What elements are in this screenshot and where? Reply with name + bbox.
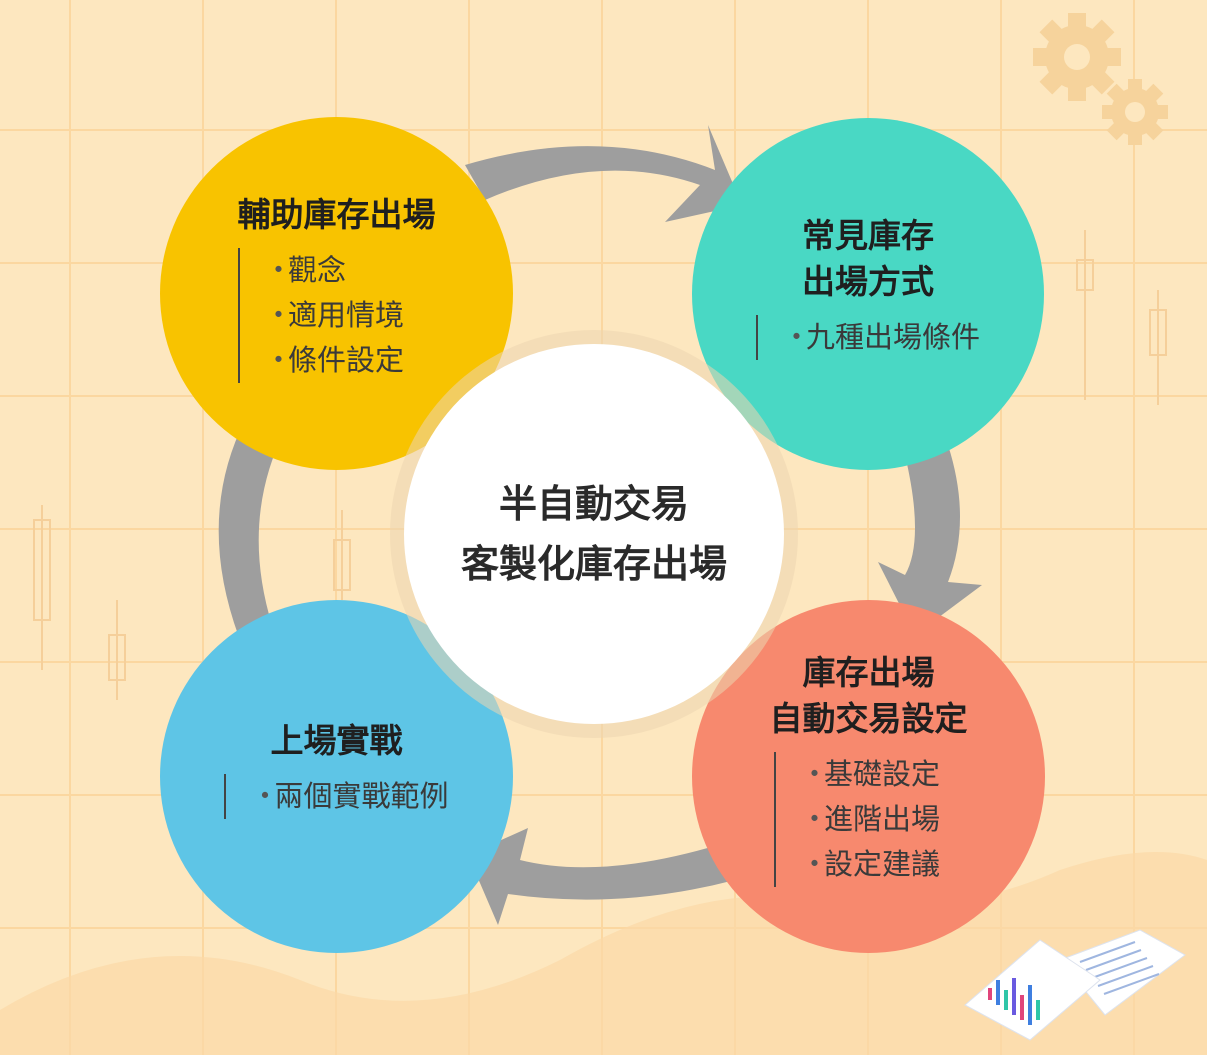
- arrow-top: [465, 125, 742, 222]
- list-item: ・進階出場: [800, 802, 941, 836]
- center-title-line1: 半自動交易: [498, 482, 689, 526]
- node-title-line1: 常見庫存: [802, 215, 934, 255]
- node-item-list: ・觀念 ・適用情境 ・條件設定: [238, 248, 404, 383]
- node-item-list: ・九種出場條件: [755, 314, 980, 360]
- center-title-line2: 客製化庫存出場: [460, 542, 727, 586]
- node-title-line2: 出場方式: [802, 261, 934, 301]
- arrow-right: [878, 445, 982, 635]
- list-item: ・兩個實戰範例: [250, 779, 449, 813]
- list-item: ・適用情境: [264, 298, 405, 332]
- node-item-list: ・基礎設定 ・進階出場 ・設定建議: [774, 752, 940, 887]
- list-item: ・基礎設定: [800, 757, 941, 791]
- gear-icon: [1033, 13, 1168, 145]
- list-item: ・九種出場條件: [781, 319, 980, 354]
- document-chart-icon: [964, 929, 1186, 1041]
- cycle-arrows: [218, 125, 982, 925]
- center-hub: 半自動交易 客製化庫存出場: [404, 344, 784, 724]
- node-title-line1: 庫存出場: [802, 653, 935, 692]
- node-title: 輔助庫存出場: [237, 195, 436, 234]
- list-item: ・設定建議: [800, 847, 941, 881]
- list-item: ・觀念: [264, 253, 347, 287]
- arrow-bottom: [468, 828, 735, 925]
- background-hills: [0, 852, 1207, 1055]
- node-title-line2: 自動交易設定: [769, 699, 968, 738]
- node-common-exit-methods: 常見庫存 出場方式 ・九種出場條件: [692, 118, 1044, 470]
- candlestick-decoration: [33, 230, 1167, 700]
- node-item-list: ・兩個實戰範例: [224, 774, 449, 819]
- list-item: ・條件設定: [264, 343, 405, 377]
- node-auto-trade-settings: 庫存出場 自動交易設定 ・基礎設定 ・進階出場 ・設定建議: [692, 600, 1045, 953]
- arrow-left: [218, 420, 285, 640]
- node-title: 上場實戰: [270, 721, 403, 760]
